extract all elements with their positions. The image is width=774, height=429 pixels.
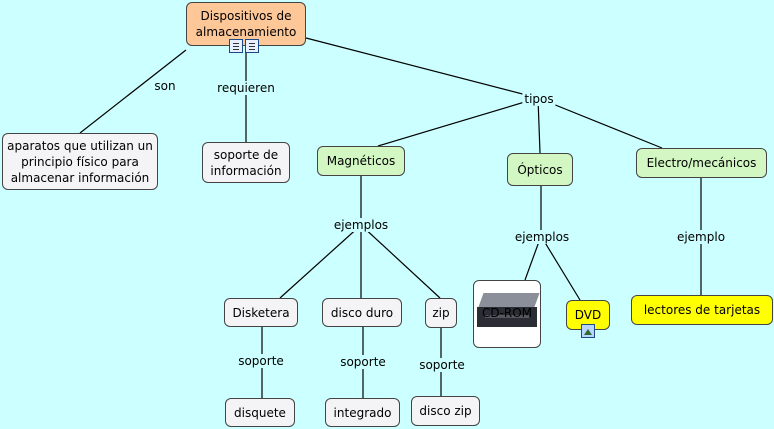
concept-disco-zip[interactable]: disco zip [411,396,480,426]
concept-zip-label: zip [432,306,450,320]
concept-dvd[interactable]: DVD [566,300,610,330]
link-label-soporte-zip: soporte [417,358,467,372]
link-label-son: son [152,79,178,93]
concept-zip[interactable]: zip [425,298,457,328]
concept-root-label: Dispositivos de almacenamiento [195,9,297,39]
cd-drive-tray [485,315,529,318]
concept-dvd-label: DVD [574,308,602,322]
concept-cdrom-label: CD-ROM [481,306,533,320]
link-label-ejemplo-electro: ejemplo [674,230,728,244]
concept-integrado[interactable]: integrado [325,398,400,427]
concept-disquete-label: disquete [234,405,286,420]
link-label-ejemplos-magneticos: ejemplos [331,218,391,232]
link-label-soporte-disco-duro: soporte [338,355,388,369]
concept-integrado-label: integrado [333,405,392,420]
concept-soporte-informacion[interactable]: soporte de información [202,142,290,183]
concept-magneticos[interactable]: Magnéticos [317,146,405,176]
concept-disketera[interactable]: Disketera [224,298,298,327]
image-icon[interactable] [581,324,595,338]
concept-disco-zip-label: disco zip [419,404,472,418]
concept-disco-duro-label: disco duro [330,305,394,320]
link-label-soporte-disketera: soporte [236,354,286,368]
root-resource-icons[interactable] [229,39,259,53]
concept-aparatos[interactable]: aparatos que utilizan un principio físic… [2,133,158,190]
concept-disketera-label: Disketera [232,305,290,320]
concept-root[interactable]: Dispositivos de almacenamiento [186,2,306,46]
concept-lectores-tarjetas-label: lectores de tarjetas [643,303,761,317]
concept-lectores-tarjetas[interactable]: lectores de tarjetas [631,295,773,325]
concept-disquete[interactable]: disquete [225,398,295,427]
concept-aparatos-label: aparatos que utilizan un principio físic… [7,138,153,185]
concept-disco-duro[interactable]: disco duro [322,298,402,327]
cd-drive-top [478,293,540,307]
concept-soporte-informacion-label: soporte de información [210,147,282,178]
document-icon[interactable] [229,39,243,53]
concept-magneticos-label: Magnéticos [326,154,396,168]
link-label-tipos: tipos [522,92,556,106]
concept-opticos[interactable]: Ópticos [507,153,573,186]
link-label-ejemplos-opticos: ejemplos [512,230,572,244]
concept-opticos-label: Ópticos [517,162,563,177]
concept-electromecanicos[interactable]: Electro/mecánicos [636,148,767,178]
concept-electromecanicos-label: Electro/mecánicos [646,156,757,170]
link-label-requieren: requieren [215,81,277,95]
document-icon[interactable] [245,39,259,53]
cd-drive-image [477,293,541,333]
